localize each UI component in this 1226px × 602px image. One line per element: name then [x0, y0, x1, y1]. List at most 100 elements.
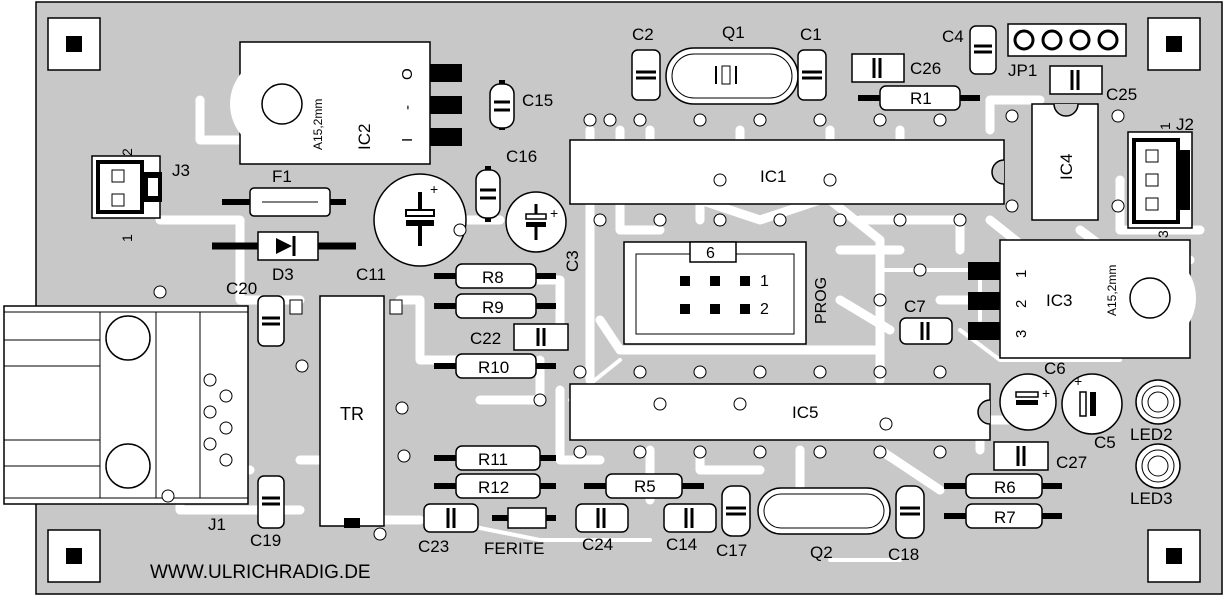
- capacitor-c18: C18: [888, 485, 925, 564]
- label-j2-pin1: 1: [1157, 122, 1173, 130]
- label-c5: C5: [1094, 433, 1116, 452]
- crystal-q1: Q1: [665, 23, 799, 105]
- solder-pads: [153, 109, 1125, 541]
- label-c19: C19: [250, 531, 281, 550]
- label-c1: C1: [800, 25, 822, 44]
- crystal-q2: Q2: [757, 487, 891, 562]
- capacitor-c3: + C3: [505, 191, 582, 272]
- capacitor-c20: C20: [226, 279, 285, 347]
- label-j3-pin2: 2: [119, 148, 135, 156]
- label-ic2: IC2: [355, 124, 374, 150]
- label-q1: Q1: [722, 23, 745, 42]
- label-c14: C14: [666, 535, 697, 554]
- connector-jp1: JP1: [1007, 23, 1127, 80]
- label-ic1: IC1: [760, 167, 786, 186]
- label-d3: D3: [272, 265, 294, 284]
- label-c27: C27: [1056, 453, 1087, 472]
- label-r1: R1: [910, 89, 932, 108]
- label-c7: C7: [904, 297, 926, 316]
- capacitor-c7: C7: [899, 297, 953, 345]
- label-r5: R5: [634, 477, 656, 496]
- label-tr: TR: [340, 404, 364, 424]
- resistor-r1: R1: [858, 85, 980, 111]
- connector-prog: 6 1 2 PROG: [623, 241, 830, 345]
- label-c11-plus: +: [430, 181, 438, 197]
- capacitor-c27: C27: [993, 441, 1087, 472]
- label-r8: R8: [482, 268, 504, 287]
- resistor-r8: R8: [434, 263, 556, 289]
- label-j3-pin1: 1: [119, 234, 135, 242]
- led2: LED2: [1130, 379, 1181, 444]
- label-c3-plus: +: [550, 205, 558, 221]
- transformer-tr: TR: [289, 295, 403, 528]
- resistor-r9: R9: [434, 293, 556, 319]
- label-c4: C4: [942, 27, 964, 46]
- label-prog: PROG: [813, 277, 830, 324]
- label-c18: C18: [888, 545, 919, 564]
- label-r9: R9: [482, 298, 504, 317]
- capacitor-c16: C16: [475, 147, 537, 222]
- website-label: WWW.ULRICHRADIG.DE: [150, 562, 371, 583]
- label-j2: J2: [1176, 115, 1194, 134]
- label-c25: C25: [1106, 85, 1137, 104]
- resistor-r5: R5: [584, 473, 704, 499]
- fuse-f1: F1: [222, 167, 346, 217]
- label-c20: C20: [226, 279, 257, 298]
- ic3-regulator: 1 2 3 IC3 A15,2mm 3: [968, 230, 1196, 359]
- capacitor-c26: C26: [851, 53, 941, 83]
- resistor-r11: R11: [434, 445, 556, 471]
- label-r12: R12: [478, 478, 509, 497]
- capacitor-c4: C4: [942, 25, 997, 75]
- ic5: IC5: [569, 383, 991, 441]
- label-led3: LED3: [1130, 489, 1173, 508]
- label-c6: C6: [1044, 359, 1066, 378]
- capacitor-c6: + C6: [999, 359, 1066, 431]
- ic2-regulator: IC2 A15,2mm O - I: [230, 41, 462, 165]
- label-c11: C11: [356, 265, 386, 284]
- label-ic2-dim: A15,2mm: [311, 99, 325, 150]
- label-ic2-pin-dash: -: [399, 105, 416, 110]
- resistor-r12: R12: [434, 473, 556, 499]
- label-q2: Q2: [810, 543, 833, 562]
- label-ic3-corner: 3: [1155, 230, 1171, 238]
- label-r11: R11: [478, 450, 508, 469]
- label-r7: R7: [994, 508, 1016, 527]
- label-f1: F1: [272, 167, 292, 186]
- label-r10: R10: [478, 358, 509, 377]
- label-c24: C24: [582, 535, 613, 554]
- label-c17: C17: [716, 541, 747, 560]
- label-c23: C23: [418, 537, 449, 556]
- capacitor-c17: C17: [716, 485, 751, 560]
- label-jp1: JP1: [1008, 61, 1037, 80]
- label-ic3-pin1: 1: [1013, 270, 1030, 278]
- capacitor-c11: + C11: [356, 173, 467, 284]
- label-c6-plus: +: [1042, 385, 1050, 401]
- ic1: IC1: [569, 139, 1005, 205]
- capacitor-c2: C2: [631, 25, 661, 101]
- label-led2: LED2: [1130, 425, 1173, 444]
- label-ic3-dim: A15,2mm: [1105, 265, 1119, 316]
- label-prog-pin1: 1: [760, 273, 769, 290]
- connector-j2: J2 1: [1127, 115, 1194, 229]
- led3: LED3: [1130, 443, 1181, 508]
- resistor-r10: R10: [434, 353, 556, 379]
- label-prog-pin6: 6: [706, 245, 715, 262]
- label-c5-plus: +: [1074, 373, 1082, 389]
- capacitor-c5: + C5: [1061, 373, 1123, 452]
- label-j3: J3: [172, 161, 190, 180]
- label-prog-pin2: 2: [760, 301, 769, 318]
- label-c26: C26: [910, 59, 941, 78]
- label-ic2-pin-i: I: [399, 138, 416, 142]
- capacitor-c25: C25: [1049, 65, 1137, 104]
- label-c16: C16: [506, 147, 537, 166]
- label-c22: C22: [470, 329, 501, 348]
- label-j1: J1: [208, 515, 226, 534]
- label-ferite: FERITE: [484, 539, 544, 558]
- connector-j3: J3 2 1: [91, 148, 190, 242]
- resistor-r7: R7: [944, 503, 1062, 529]
- mounting-holes: [47, 17, 1201, 583]
- label-ic3-pin3: 3: [1013, 330, 1030, 338]
- resistor-r6: R6: [944, 473, 1062, 499]
- label-c2: C2: [632, 25, 654, 44]
